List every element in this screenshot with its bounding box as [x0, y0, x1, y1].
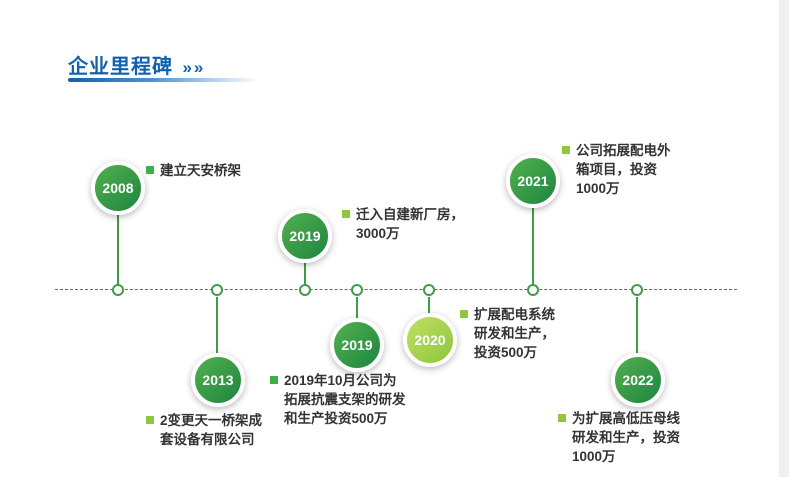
bullet-square-icon — [146, 166, 154, 174]
milestone-note: 公司拓展配电外 箱项目，投资 1000万 — [562, 142, 692, 199]
connector-line — [304, 261, 306, 285]
page-title-block: 企业里程碑 »» — [68, 50, 205, 79]
connector-line — [356, 297, 358, 320]
year-badge: 2021 — [506, 154, 560, 208]
year-badge: 2019 — [278, 209, 332, 263]
bullet-square-icon — [460, 310, 468, 318]
chevrons-icon: »» — [182, 58, 206, 77]
milestone-text: 2变更天一桥架成 套设备有限公司 — [160, 413, 263, 447]
connector-line — [216, 297, 218, 355]
bullet-square-icon — [146, 416, 154, 424]
page-title: 企业里程碑 — [68, 56, 173, 78]
canvas-right-edge — [779, 0, 789, 477]
bullet-square-icon — [562, 146, 570, 154]
bullet-square-icon — [342, 210, 350, 218]
year-badge: 2020 — [403, 313, 457, 367]
timeline-node — [423, 284, 435, 296]
timeline-node — [299, 284, 311, 296]
timeline-axis — [55, 289, 737, 290]
milestone-note: 建立天安桥架 — [146, 162, 296, 181]
timeline-node — [351, 284, 363, 296]
title-underline — [68, 78, 258, 82]
year-badge: 2013 — [191, 353, 245, 407]
bullet-square-icon — [270, 376, 278, 384]
milestone-note: 扩展配电系统 研发和生产， 投资500万 — [460, 306, 580, 363]
bullet-square-icon — [558, 414, 566, 422]
milestone-text: 迁入自建新厂房， 3000万 — [356, 207, 464, 241]
milestone-text: 为扩展高低压母线 研发和生产，投资 1000万 — [572, 411, 680, 464]
milestone-text: 公司拓展配电外 箱项目，投资 1000万 — [576, 143, 671, 196]
milestone-note: 迁入自建新厂房， 3000万 — [342, 206, 482, 244]
milestone-note: 2变更天一桥架成 套设备有限公司 — [146, 412, 286, 450]
connector-line — [532, 206, 534, 285]
milestone-note: 为扩展高低压母线 研发和生产，投资 1000万 — [558, 410, 698, 467]
milestone-note: 2019年10月公司为 拓展抗震支架的研发 和生产投资500万 — [270, 372, 430, 429]
timeline-node — [112, 284, 124, 296]
connector-line — [636, 297, 638, 355]
year-badge: 2022 — [611, 353, 665, 407]
year-badge: 2019 — [330, 318, 384, 372]
year-badge: 2008 — [91, 161, 145, 215]
milestone-text: 扩展配电系统 研发和生产， 投资500万 — [474, 307, 555, 360]
connector-line — [428, 297, 430, 315]
connector-line — [117, 213, 119, 285]
timeline-node — [631, 284, 643, 296]
milestone-text: 建立天安桥架 — [160, 163, 241, 178]
timeline-node — [527, 284, 539, 296]
timeline-node — [211, 284, 223, 296]
milestone-text: 2019年10月公司为 拓展抗震支架的研发 和生产投资500万 — [284, 373, 406, 426]
